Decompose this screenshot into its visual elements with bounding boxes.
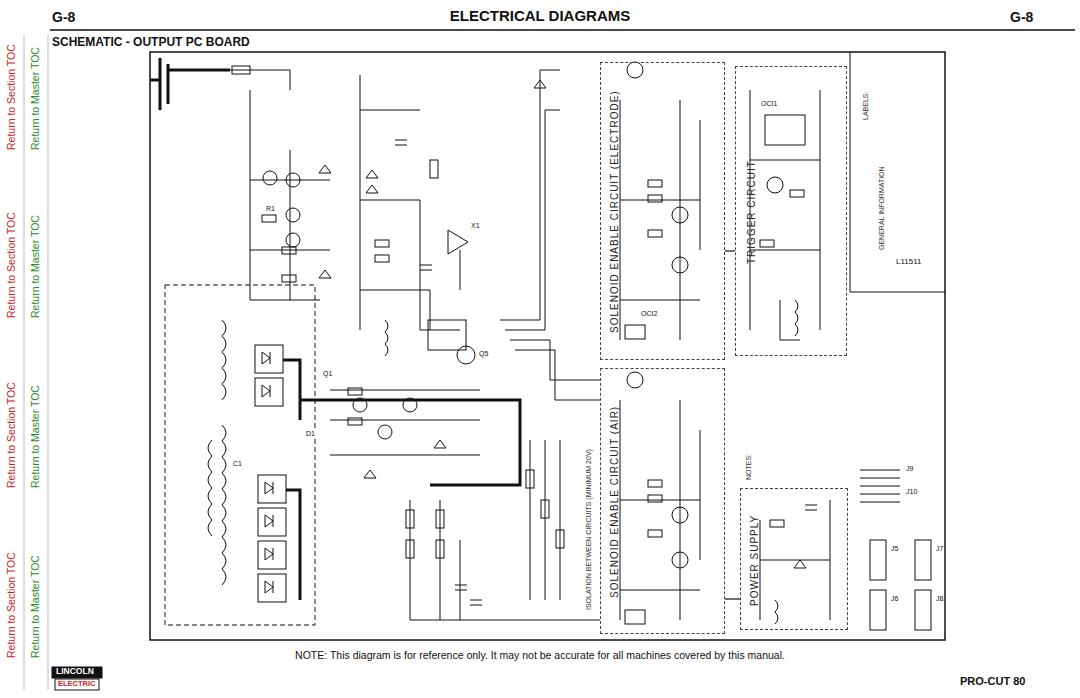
part-name: OCI2: [640, 310, 658, 318]
circuit-region: SOLENOID ENABLE CIRCUIT (AIR): [600, 368, 725, 634]
toc-link: Return to Section TOC: [6, 44, 18, 150]
model-name: PRO-CUT 80: [960, 675, 1025, 687]
part-name: Q1: [322, 370, 333, 378]
circuit-region: POWER SUPPLY: [740, 488, 848, 630]
connector-name: J10: [905, 488, 918, 496]
region-label: SOLENOID ENABLE CIRCUIT (ELECTRODE): [609, 90, 620, 333]
connector-name: J6: [890, 595, 899, 603]
wire: [725, 598, 740, 599]
wire: [725, 250, 735, 251]
part-name: D1: [305, 430, 316, 438]
connector-name: J5: [890, 545, 899, 553]
part-name: R1: [265, 205, 276, 213]
logo-text: LINCOLN: [56, 667, 94, 676]
region-label: POWER SUPPLY: [749, 515, 760, 606]
reference-note: NOTE: This diagram is for reference only…: [0, 650, 1080, 662]
notes-heading: LABELS:: [862, 92, 870, 120]
part-name: OCI1: [760, 100, 778, 108]
toc-link: Return to Master TOC: [30, 215, 42, 318]
isolation-note: ISOLATION BETWEEN CIRCUITS (MINIMUM 20V): [585, 449, 593, 610]
notes-heading: GENERAL INFORMATION: [878, 166, 886, 250]
part-name: Q5: [478, 350, 489, 358]
toc-link: Return to Section TOC: [6, 212, 18, 318]
toc-link: Return to Master TOC: [30, 385, 42, 488]
section-heading: SCHEMATIC - OUTPUT PC BOARD: [52, 36, 250, 49]
page-title: ELECTRICAL DIAGRAMS: [0, 8, 1080, 25]
toc-link: Return to Section TOC: [6, 552, 18, 658]
notes-heading: NOTES:: [745, 454, 753, 480]
part-name: C1: [232, 460, 243, 468]
region-label: TRIGGER CIRCUIT: [746, 160, 757, 264]
circuit-region: SOLENOID ENABLE CIRCUIT (ELECTRODE): [600, 62, 725, 360]
region-label: SOLENOID ENABLE CIRCUIT (AIR): [609, 406, 620, 598]
page-number: G-8: [52, 10, 75, 25]
connector-name: J8: [935, 595, 944, 603]
toc-link: Return to Section TOC: [6, 382, 18, 488]
toc-link: Return to Master TOC: [30, 47, 42, 150]
connector-name: J9: [905, 465, 914, 473]
drawing-number: L11511: [895, 258, 923, 267]
logo-text: ELECTRIC: [58, 680, 96, 688]
part-name: X1: [470, 222, 481, 230]
circuit-region: TRIGGER CIRCUIT: [735, 66, 847, 356]
toc-link: Return to Master TOC: [30, 555, 42, 658]
connector-name: J7: [935, 545, 944, 553]
page-number: G-8: [1010, 10, 1033, 25]
